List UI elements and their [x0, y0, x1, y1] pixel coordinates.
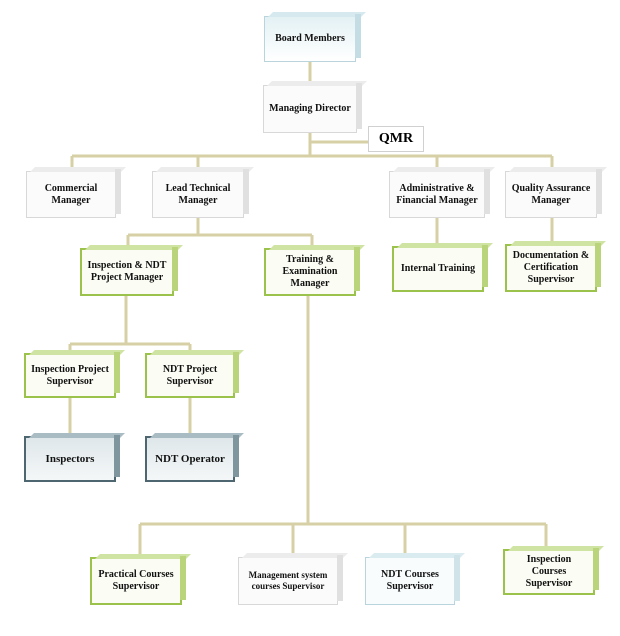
node-qmr: QMR — [368, 126, 424, 152]
node-inspectors: Inspectors — [24, 435, 120, 482]
node-label: Board Members — [275, 33, 345, 44]
node-label: Lead Technical Manager — [165, 182, 231, 206]
node-commercial-manager: Commercial Manager — [26, 169, 121, 218]
node-label: Managing Director — [269, 103, 351, 114]
node-inspection-project-supervisor: Inspection Project Supervisor — [24, 352, 120, 398]
node-ndt-project-supervisor: NDT Project Supervisor — [145, 352, 239, 398]
node-lead-technical-manager: Lead Technical Manager — [152, 169, 249, 218]
node-training-examination-manager: Training & Examination Manager — [264, 247, 360, 296]
node-label: Documentation & Certification Supervisor — [512, 250, 590, 285]
node-label: Practical Courses Supervisor — [98, 569, 174, 592]
node-quality-assurance-manager: Quality Assurance Manager — [505, 169, 602, 218]
node-label: Training & Examination Manager — [282, 254, 338, 289]
node-label: Inspectors — [45, 453, 95, 465]
node-label: Administrative & Financial Manager — [396, 182, 478, 206]
node-label: Commercial Manager — [44, 182, 98, 206]
node-label: Internal Training — [400, 263, 476, 274]
node-label: NDT Courses Supervisor — [381, 569, 439, 592]
node-label: Inspection & NDT Project Manager — [87, 260, 167, 283]
node-label: Inspection Project Supervisor — [31, 363, 109, 387]
node-label: NDT Operator — [155, 453, 225, 465]
node-ndt-courses-supervisor: NDT Courses Supervisor — [365, 555, 460, 605]
node-ndt-operator: NDT Operator — [145, 435, 239, 482]
node-inspection-courses-supervisor: Inspection Courses Supervisor — [503, 548, 599, 595]
node-admin-financial-manager: Administrative & Financial Manager — [389, 169, 490, 218]
node-documentation-certification-supervisor: Documentation & Certification Supervisor — [505, 243, 601, 292]
node-label: Management system courses Supervisor — [248, 570, 328, 591]
node-managing-director: Managing Director — [263, 83, 362, 133]
node-board-members: Board Members — [264, 14, 361, 62]
node-management-system-courses-supervisor: Management system courses Supervisor — [238, 555, 343, 605]
node-label: Inspection Courses Supervisor — [525, 554, 573, 589]
node-practical-courses-supervisor: Practical Courses Supervisor — [90, 556, 186, 605]
node-internal-training: Internal Training — [392, 245, 488, 292]
node-inspection-ndt-project-manager: Inspection & NDT Project Manager — [80, 247, 178, 296]
node-label: QMR — [378, 131, 414, 146]
node-label: NDT Project Supervisor — [162, 363, 218, 387]
node-label: Quality Assurance Manager — [511, 182, 591, 206]
